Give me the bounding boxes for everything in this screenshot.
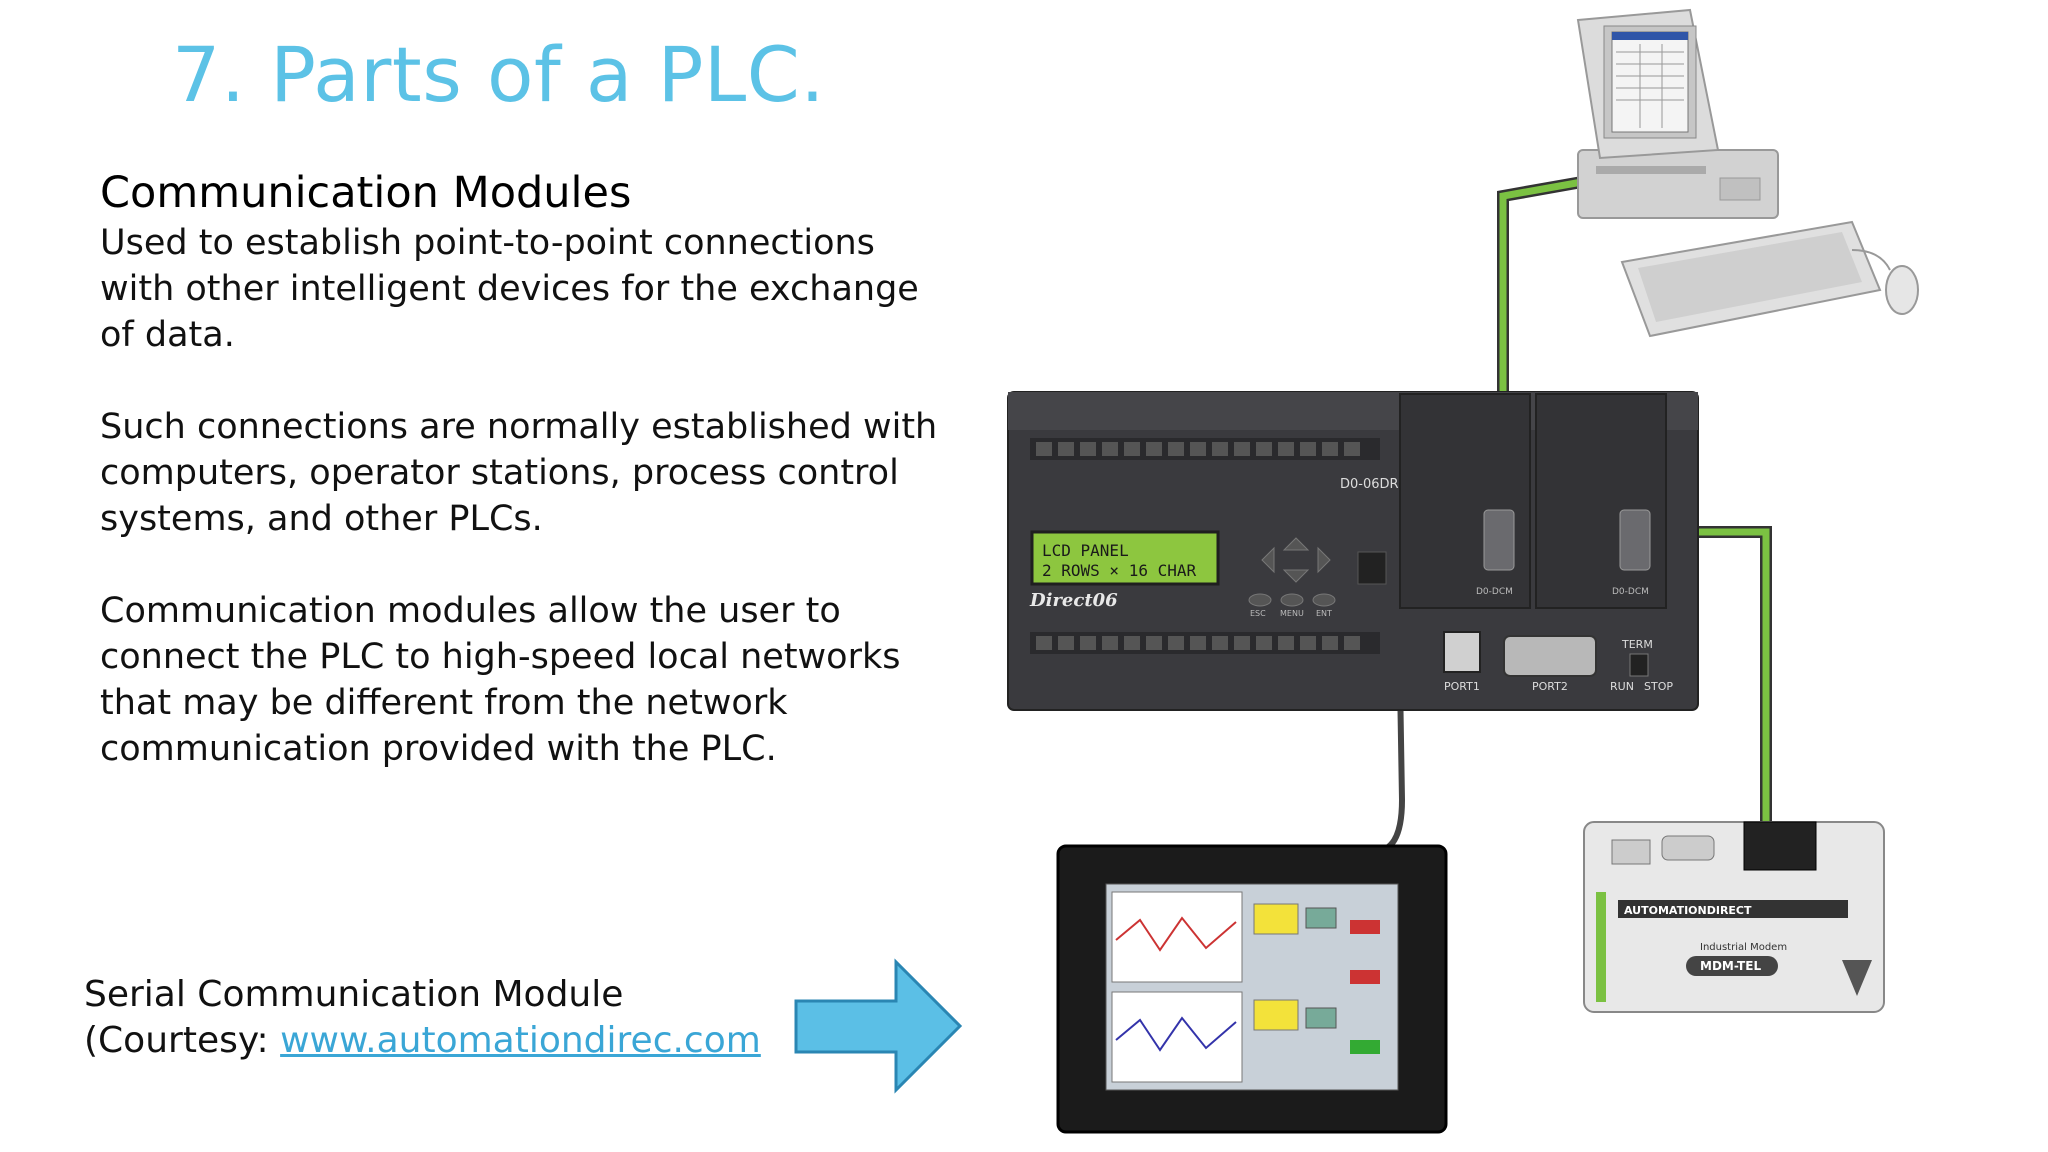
- keypad-icon: [1248, 537, 1336, 607]
- plc-model-label: D0-06DR: [1340, 477, 1399, 492]
- plc-diagram: D0-06DR LCD PANEL 2 ROWS × 16 CHAR Direc…: [794, 8, 1919, 1134]
- touch-panel-icon: [1056, 844, 1448, 1134]
- module-label: D0-DCM: [1476, 587, 1513, 597]
- modem-brand: AUTOMATIONDIRECT: [1624, 904, 1752, 917]
- right-arrow-icon: [794, 958, 963, 1094]
- key-esc-label: ESC: [1250, 609, 1266, 618]
- paragraph: Communication modules allow the user to …: [100, 591, 901, 769]
- courtesy-link[interactable]: www.automationdirec.com: [280, 1020, 761, 1061]
- modem-icon: AUTOMATIONDIRECT Industrial Modem MDM-TE…: [1583, 821, 1885, 1013]
- paragraph: Such connections are normally establishe…: [100, 407, 938, 539]
- slide-title: 7. Parts of a PLC.: [172, 30, 825, 119]
- figure-caption: Serial Communication Module (Courtesy: w…: [84, 972, 761, 1064]
- port2-label: PORT2: [1532, 680, 1568, 693]
- lcd-line-1: LCD PANEL: [1042, 541, 1129, 560]
- term-label: TERM: [1621, 638, 1653, 651]
- lcd-line-2: 2 ROWS × 16 CHAR: [1042, 561, 1196, 580]
- modem-model: MDM-TEL: [1700, 959, 1761, 973]
- body-text: Used to establish point-to-point connect…: [100, 220, 960, 818]
- caption-line: Serial Communication Module: [84, 974, 624, 1015]
- brand-logo: Direct06: [1029, 590, 1118, 611]
- section-heading: Communication Modules: [100, 168, 632, 218]
- paragraph: Used to establish point-to-point connect…: [100, 223, 919, 355]
- port1-label: PORT1: [1444, 680, 1480, 693]
- plc-unit: D0-06DR LCD PANEL 2 ROWS × 16 CHAR Direc…: [1007, 391, 1699, 711]
- key-ent-label: ENT: [1316, 609, 1332, 618]
- cable-computer: [1497, 176, 1584, 392]
- key-menu-label: MENU: [1280, 609, 1304, 618]
- desktop-computer-icon: [1576, 8, 1919, 338]
- run-label: RUN: [1610, 680, 1634, 693]
- stop-label: STOP: [1644, 680, 1673, 693]
- caption-credit: (Courtesy: www.automationdirec.com: [84, 1018, 761, 1064]
- modem-name: Industrial Modem: [1700, 942, 1787, 953]
- caption-prefix: (Courtesy:: [84, 1020, 281, 1061]
- module-label: D0-DCM: [1612, 587, 1649, 597]
